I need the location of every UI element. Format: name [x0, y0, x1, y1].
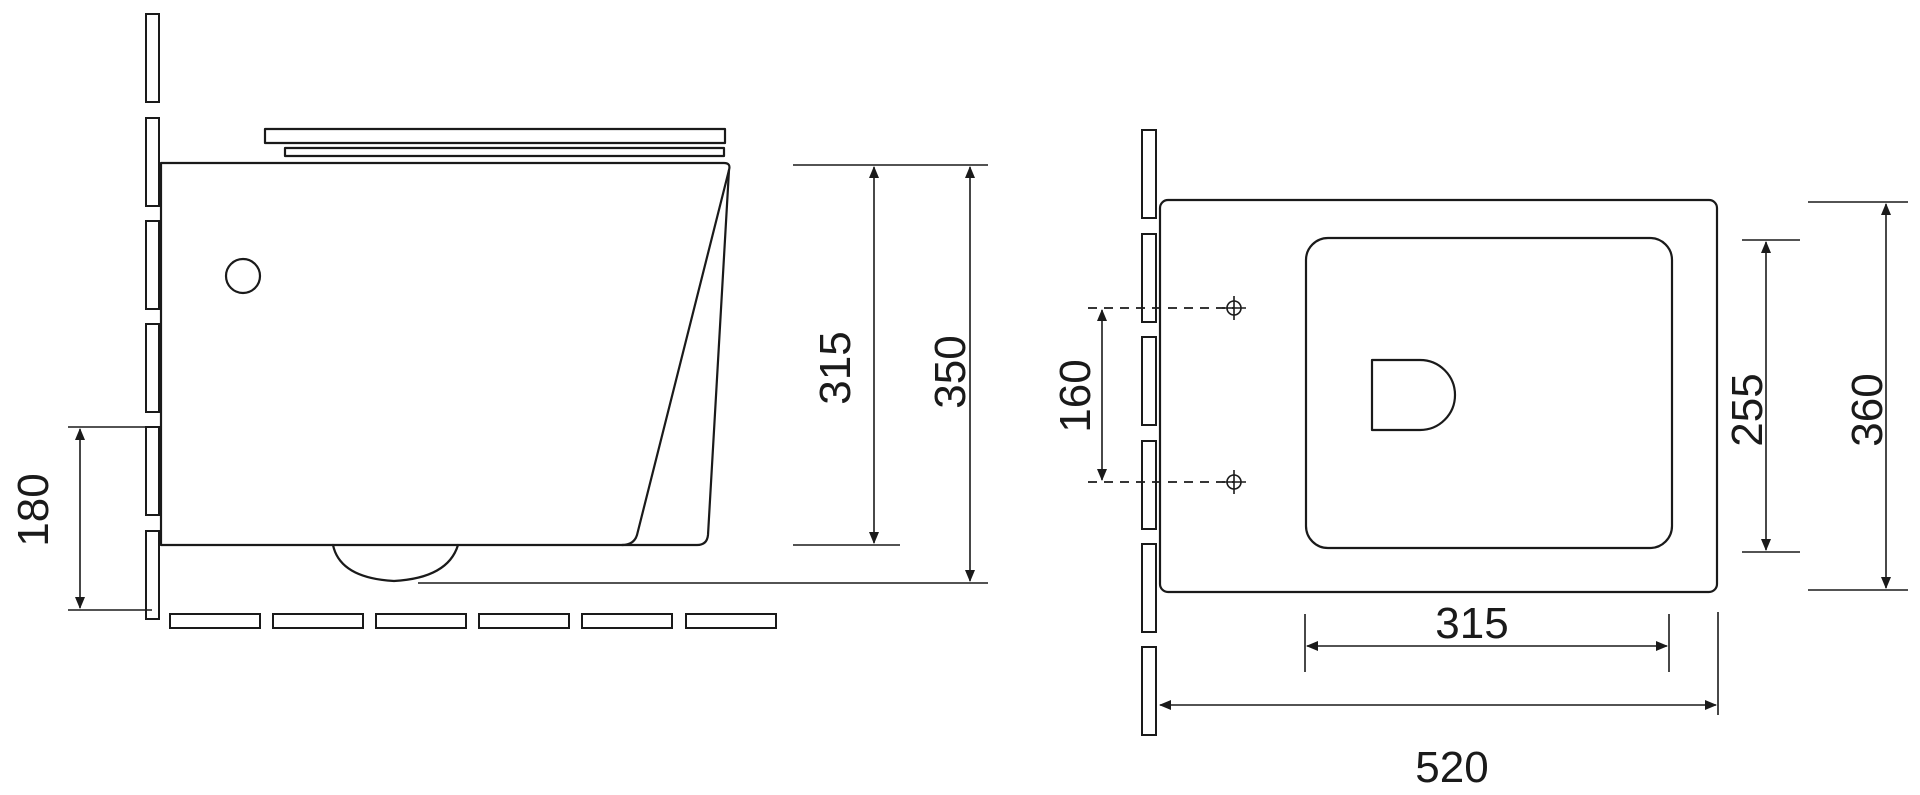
drain-outlet: [1370, 358, 1457, 432]
side-floor: [169, 613, 777, 629]
dim-label-160: 160: [1051, 359, 1100, 432]
side-view: 315 350 180: [9, 13, 988, 629]
outlet: [331, 543, 460, 583]
seat-lid: [263, 127, 727, 145]
fixing-bolt-bottom: [1222, 470, 1246, 494]
side-wall: [145, 13, 160, 620]
dim-label-315-side: 315: [811, 331, 860, 404]
top-inner-bowl: [1304, 236, 1674, 550]
dim-label-315-top: 315: [1435, 599, 1508, 648]
dim-label-350: 350: [926, 335, 975, 408]
top-wall: [1141, 129, 1157, 736]
top-outer-body: [1158, 198, 1719, 594]
fixing-bolt-top: [1222, 296, 1246, 320]
bowl-body: [159, 161, 731, 547]
dim-label-255: 255: [1723, 373, 1772, 446]
water-inlet: [224, 257, 262, 295]
dim-label-520: 520: [1415, 743, 1488, 792]
bowl-chamfer: [620, 168, 731, 547]
top-view: 160 255 360 315 520: [1051, 129, 1908, 792]
dim-label-360: 360: [1843, 373, 1892, 446]
dim-label-180: 180: [9, 473, 58, 546]
seat-ring: [283, 146, 726, 158]
